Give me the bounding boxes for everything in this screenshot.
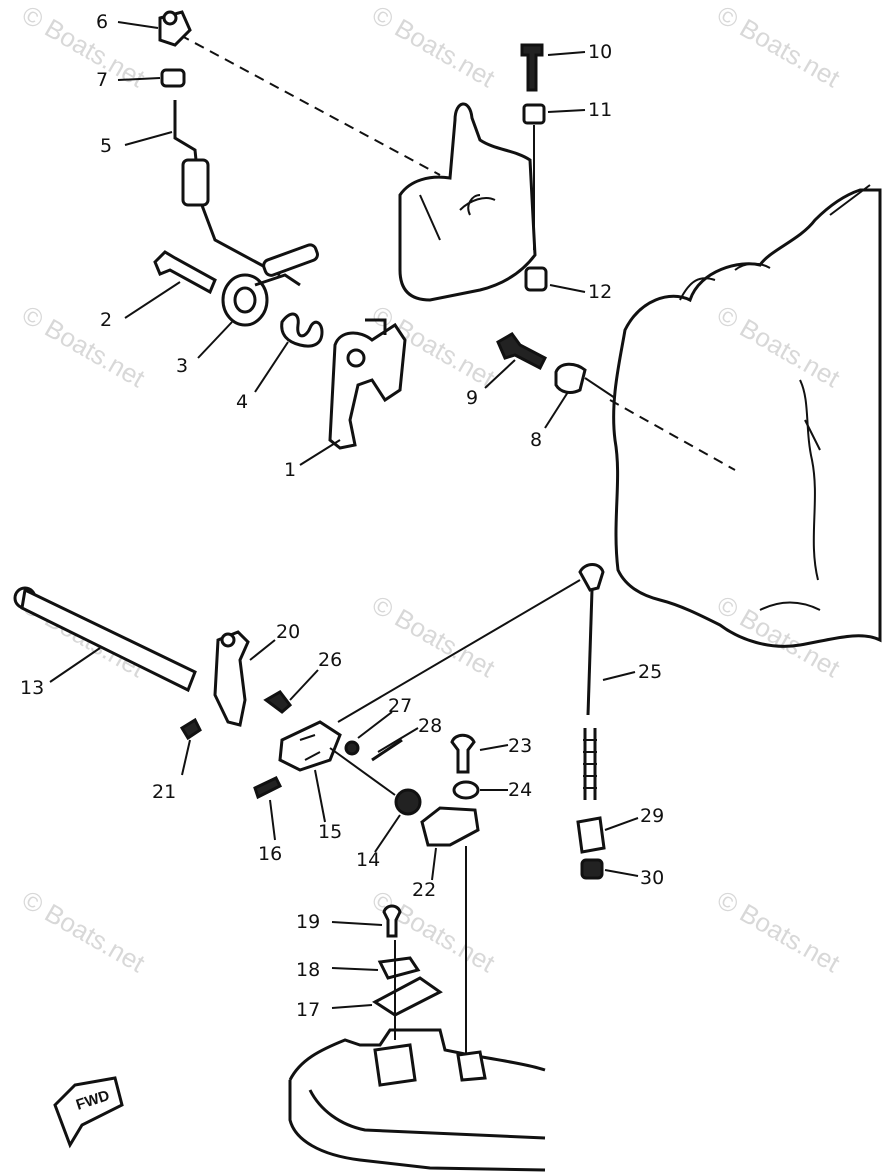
part-label-8: 8 [530,429,542,451]
watermark: © Boats.net [367,0,501,94]
pin [179,717,202,741]
pulley [221,273,301,327]
part-label-19: 19 [296,911,320,933]
part-label-7: 7 [96,69,108,91]
throttle-rod [173,100,319,277]
part-label-25: 25 [638,661,662,683]
spring [280,312,324,348]
screw-assembly [520,43,548,292]
housing-base [288,1028,546,1172]
part-label-10: 10 [588,41,612,63]
shift-rod [576,563,606,880]
fwd-arrow: FWD [53,1076,124,1149]
block [278,720,396,796]
part-labels: 6 7 5 2 3 4 1 10 11 12 9 8 13 20 26 27 2… [20,11,664,1021]
leader-lines [49,21,639,1009]
pin [371,738,403,762]
engine-block [609,184,882,648]
part-label-27: 27 [388,695,412,717]
long-shaft [13,586,197,693]
part-label-6: 6 [96,11,108,33]
washer [452,780,480,800]
watermark: © Boats.net [712,299,846,393]
bracket [213,630,250,727]
part-label-21: 21 [152,781,176,803]
part-label-28: 28 [418,715,442,737]
part-label-14: 14 [356,849,380,871]
part-label-26: 26 [318,649,342,671]
part-label-23: 23 [508,735,532,757]
linkage-line [179,34,441,176]
part-label-5: 5 [100,135,112,157]
part-label-12: 12 [588,281,612,303]
part-label-2: 2 [100,309,112,331]
part-label-11: 11 [588,99,612,121]
watermark: © Boats.net [17,884,151,978]
bottom-assembly [372,904,443,1040]
part-label-24: 24 [508,779,532,801]
part-label-13: 13 [20,677,44,699]
screw [263,690,293,714]
watermark: © Boats.net [367,589,501,683]
part-label-9: 9 [466,387,478,409]
end-cap [394,788,422,816]
screw [450,733,476,774]
watermark: © Boats.net [712,884,846,978]
part-label-16: 16 [258,843,282,865]
link-line [337,579,581,723]
lever-arm [420,806,480,1060]
part-label-20: 20 [276,621,300,643]
part-label-30: 30 [640,867,664,889]
part-label-18: 18 [296,959,320,981]
part-label-3: 3 [176,355,188,377]
part-label-15: 15 [318,821,342,843]
part-label-29: 29 [640,805,664,827]
bolt [153,250,217,295]
pin [253,776,283,800]
part-label-1: 1 [284,459,296,481]
part-label-4: 4 [236,391,248,413]
part-label-22: 22 [412,879,436,901]
collar-assembly [496,332,616,399]
nut [160,68,186,88]
part-label-17: 17 [296,999,320,1021]
rod-end-connector [158,10,192,47]
washer [344,740,360,756]
throttle-lever [328,318,407,450]
carburetor [398,102,537,302]
watermark: © Boats.net [712,0,846,94]
